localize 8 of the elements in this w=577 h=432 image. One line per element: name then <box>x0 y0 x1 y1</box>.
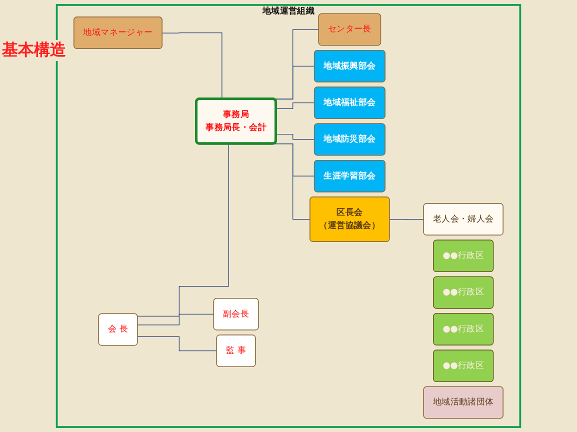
connector <box>276 134 315 140</box>
connector <box>137 336 218 352</box>
connector <box>276 102 315 109</box>
connector <box>389 218 424 220</box>
connector <box>162 32 222 100</box>
connector <box>137 314 214 326</box>
connector <box>137 143 229 317</box>
section-heading: 基本構造 <box>2 40 66 61</box>
